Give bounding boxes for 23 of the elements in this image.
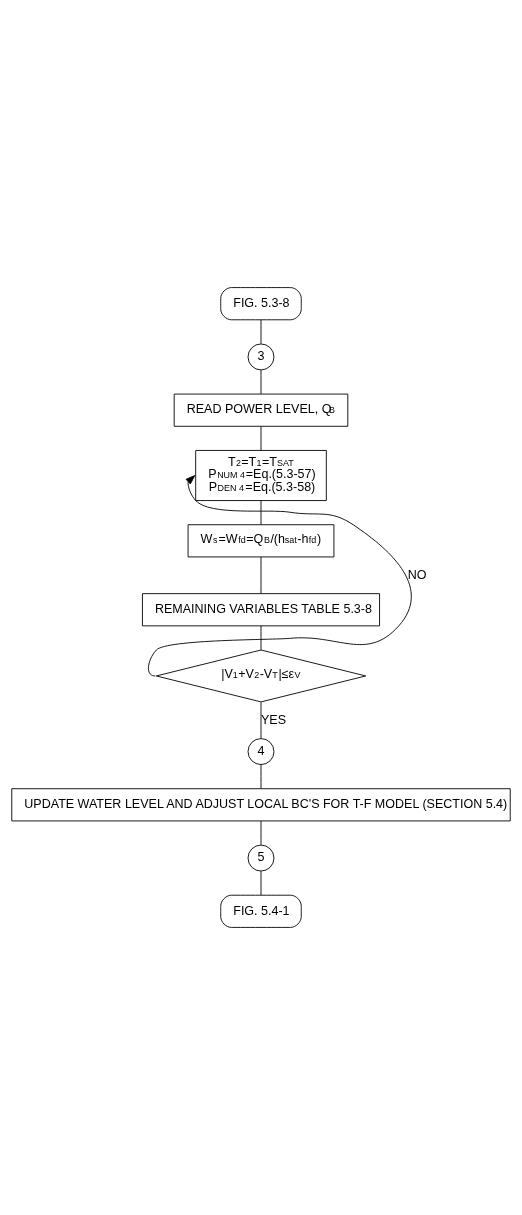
node-box: REMAINING VARIABLES TABLE 5.3-8 xyxy=(142,593,380,627)
node-box: UPDATE WATER LEVEL AND ADJUST LOCAL BC'S FOR T-F MODEL (SECTION 5.4) xyxy=(11,788,511,822)
connector xyxy=(260,500,262,525)
edge-label: YES xyxy=(261,712,287,727)
node-box: Ws=Wfd=QB/(hsat-hfd) xyxy=(187,524,335,558)
node-box: FIG. 5.3-8 xyxy=(220,287,302,321)
node-box: T2=T1=TSAT PNUM 4=Eq.(5.3-57) PDEN 4=Eq.(5.3-58) xyxy=(195,450,327,501)
connector xyxy=(260,764,262,789)
connector xyxy=(260,426,262,451)
node-box: FIG. 5.4-1 xyxy=(220,894,302,928)
node-circle: 4 xyxy=(247,738,275,765)
connector xyxy=(260,556,262,594)
connector xyxy=(260,369,262,395)
connector xyxy=(260,319,262,345)
connector xyxy=(260,820,262,846)
edge-label: NO xyxy=(407,567,427,582)
arrow xyxy=(147,475,412,677)
node-diamond: |V1+V2-VT|≤εV xyxy=(155,649,367,703)
node-circle: 3 xyxy=(247,343,275,371)
connector xyxy=(260,701,262,739)
node-circle: 5 xyxy=(247,844,275,872)
connector xyxy=(260,625,262,651)
connector xyxy=(260,870,262,896)
